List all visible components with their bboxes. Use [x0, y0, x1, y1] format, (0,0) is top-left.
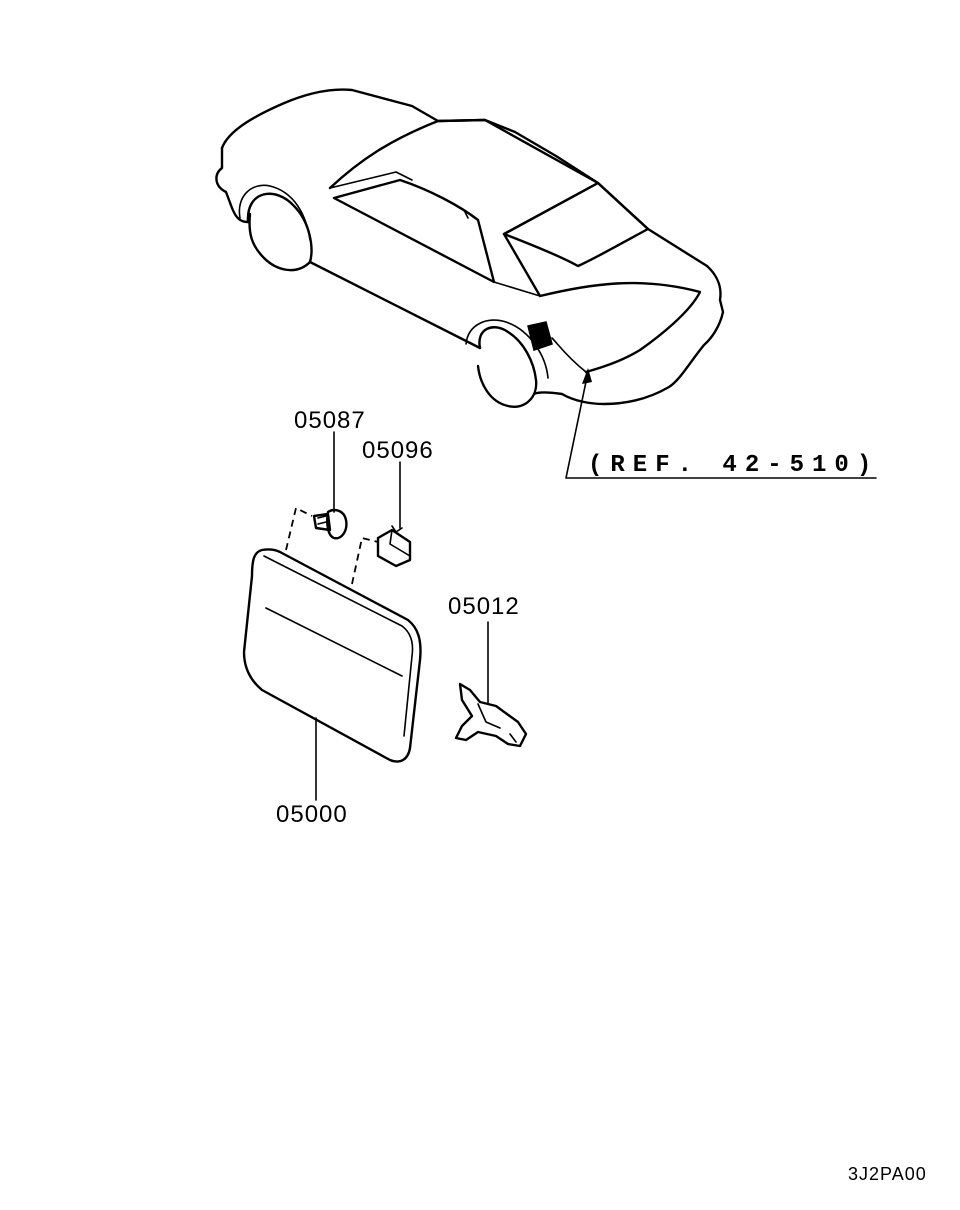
part-number-05000: 05000 [276, 801, 348, 828]
car-roof-line [328, 118, 600, 236]
car-illustration [215, 88, 877, 479]
assembly-line-clip [351, 536, 379, 585]
part-number-05096: 05096 [362, 437, 434, 464]
car-rocker-line [308, 260, 482, 350]
car-rear-wheel-arch [465, 319, 549, 379]
assembly-line-bolt [285, 506, 313, 551]
car-trunk-lid [502, 232, 702, 374]
part-number-05012: 05012 [448, 593, 520, 620]
car-fuel-lid-location [527, 321, 553, 351]
car-side-window [332, 178, 496, 284]
bolt-icon [312, 508, 348, 540]
car-front-wheel [246, 192, 313, 272]
car-windshield-edge [329, 171, 413, 189]
car-window-pillar [463, 209, 469, 219]
reference-leader-line [565, 371, 877, 479]
car-quarter-line [493, 281, 541, 297]
car-front-wheel-arch [238, 184, 311, 241]
drawing-code: 3J2PA00 [848, 1164, 927, 1184]
fuel-lid-crease [265, 607, 403, 677]
reference-label: (REF. 42-510) [588, 452, 879, 479]
reference-arrowhead [582, 368, 592, 384]
bracket-icon [454, 682, 528, 748]
car-body-outline [220, 88, 725, 406]
clip-icon [376, 525, 412, 568]
car-rear-wheel [476, 326, 538, 408]
car-trunk-shutline [551, 337, 587, 373]
part-number-05087: 05087 [294, 407, 366, 434]
car-front-nose [215, 146, 250, 224]
car-rear-window [502, 181, 650, 268]
fuel-lid-panel-icon [242, 548, 422, 763]
